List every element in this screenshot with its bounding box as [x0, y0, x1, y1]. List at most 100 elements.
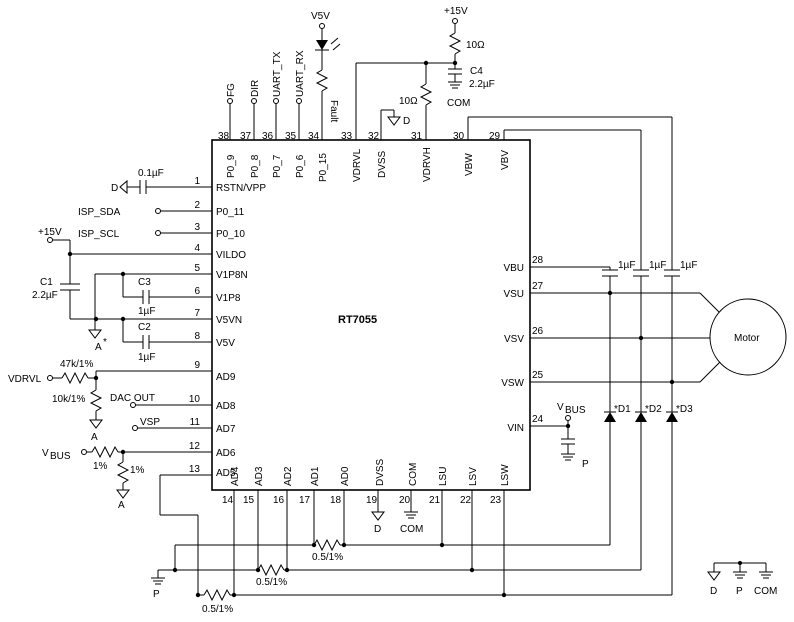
- pin-name-dvss-top: DVSS: [377, 150, 388, 178]
- pin-name-p0-7: P0_7: [272, 154, 283, 178]
- r10k-label: 10k/1%: [52, 394, 85, 405]
- r-vbus2-label: 1%: [130, 465, 145, 476]
- uart-tx-label: UART_TX: [272, 51, 283, 97]
- c-rstn-value: 0.1µF: [138, 168, 164, 179]
- pin-num-19: 19: [366, 495, 378, 506]
- pin-num-30: 30: [453, 131, 465, 142]
- vsp-label: VSP: [140, 417, 160, 428]
- rt7055-chip: [211, 139, 531, 491]
- legend-d: D: [710, 586, 717, 597]
- pin-name-vbv: VBV: [500, 150, 511, 170]
- com-top-label: COM: [447, 98, 470, 109]
- a-star-1: *: [103, 337, 107, 348]
- diode-d3-icon: [666, 412, 678, 422]
- chip-name: RT7055: [338, 314, 377, 326]
- c1-name: C1: [40, 277, 53, 288]
- shunt1-label: 0.5/1%: [312, 552, 343, 563]
- a-ground-icon-2: [89, 419, 103, 429]
- v5v-label: V5V: [311, 11, 330, 22]
- r-vdrvh-label: 10Ω: [399, 96, 418, 107]
- fault-label: Fault: [328, 100, 339, 122]
- isp-connectors: ISP_SDA ISP_SCL: [78, 207, 161, 240]
- pin-name-lsw: LSW: [500, 464, 511, 486]
- top-pins: 38 37 36 35 34 33 32 31 30 29 P0_9 P0_8 …: [218, 50, 511, 182]
- p-vin-label: P: [582, 459, 589, 470]
- motor-icon: [709, 298, 787, 376]
- fg-label: FG: [226, 83, 237, 97]
- c1-value: 2.2µF: [32, 290, 58, 301]
- pin-name-vildo: VILDO: [216, 250, 246, 261]
- pin-name-vdrvl: VDRVL: [352, 148, 363, 182]
- r47k-label: 47k/1%: [60, 359, 93, 370]
- pin-num-11: 11: [190, 417, 201, 428]
- pin-num-38: 38: [218, 131, 230, 142]
- pin-num-24: 24: [532, 414, 544, 425]
- pin-num-34: 34: [308, 131, 320, 142]
- pin-num-33: 33: [341, 131, 353, 142]
- supply-caps: +15V C1 2.2µF A * C3 1µF C2 1µF: [32, 227, 160, 363]
- pin-num-14: 14: [222, 495, 234, 506]
- pin-num-28: 28: [532, 255, 544, 266]
- pin-num-2: 2: [194, 200, 200, 211]
- c4-name: C4: [470, 66, 483, 77]
- pin-name-v5vn: V5VN: [216, 315, 242, 326]
- a-ground-label-1: A: [95, 342, 102, 353]
- led-icon: [316, 40, 328, 50]
- rstn-network: D 0.1µF: [111, 168, 164, 195]
- pin-num-7: 7: [194, 308, 200, 319]
- fault-led: V5V Fault: [311, 11, 341, 122]
- pin-name-p0-8: P0_8: [250, 154, 261, 178]
- pin-name-ad7: AD7: [216, 424, 236, 435]
- uart-rx-label: UART_RX: [295, 50, 306, 97]
- pin-num-15: 15: [243, 495, 255, 506]
- legend-p: P: [736, 586, 743, 597]
- vdrvl-label: VDRVL: [8, 374, 42, 385]
- pin-num-37: 37: [240, 131, 252, 142]
- d-ground-legend-icon: [707, 571, 721, 581]
- pin-num-1: 1: [194, 176, 200, 187]
- shunt-resistors: 0.5/1% 0.5/1% 0.5/1% P: [151, 538, 672, 615]
- shunt2-label: 0.5/1%: [256, 577, 287, 588]
- pin-name-ad2: AD2: [283, 466, 294, 486]
- pin-num-8: 8: [194, 331, 200, 342]
- pin-name-ad0: AD0: [340, 466, 351, 486]
- d-top-label: D: [403, 116, 410, 127]
- dir-label: DIR: [250, 80, 261, 97]
- p15v-top-label: +15V: [444, 6, 468, 17]
- pin-num-10: 10: [189, 394, 201, 405]
- d3-label: *D3: [676, 404, 693, 415]
- vbus-left-sub: BUS: [50, 451, 71, 462]
- pin-num-5: 5: [194, 263, 200, 274]
- pin-num-13: 13: [189, 464, 201, 475]
- pin-name-vbw: VBW: [464, 153, 475, 176]
- pin-name-lsu: LSU: [438, 467, 449, 486]
- r-vbus1-label: 1%: [93, 461, 108, 472]
- pin-name-vdrvh: VDRVH: [422, 147, 433, 182]
- pin-num-29: 29: [489, 131, 501, 142]
- pin-name-p0-11: P0_11: [216, 207, 245, 218]
- c2-value: 1µF: [138, 352, 155, 363]
- pin-num-25: 25: [532, 370, 544, 381]
- pin-num-31: 31: [411, 131, 423, 142]
- pin-num-16: 16: [273, 495, 285, 506]
- pin-name-vsu: VSU: [503, 289, 524, 300]
- d1-label: *D1: [614, 404, 631, 415]
- pin-name-v1p8n: V1P8N: [216, 270, 248, 281]
- right-pins: 28 27 26 25 24 VBU VSU VSV VSW VIN: [501, 255, 710, 434]
- cb1-label: 1µF: [618, 260, 635, 271]
- d-ground-icon-pin19: [371, 511, 385, 521]
- d2-label: *D2: [645, 404, 662, 415]
- pin-name-ad8: AD8: [216, 401, 236, 412]
- pin-name-com: COM: [408, 463, 419, 486]
- bootstrap-network: 1µF 1µF 1µF *D1 *D2 *D3: [468, 116, 697, 595]
- diode-d2-icon: [635, 412, 647, 422]
- vbus-right-label: V: [557, 402, 564, 413]
- pin-num-3: 3: [194, 222, 200, 233]
- pin-name-v1p8: V1P8: [216, 293, 241, 304]
- pin-name-ad4: AD4: [230, 466, 241, 486]
- c3-value: 1µF: [138, 306, 155, 317]
- pin-num-17: 17: [299, 495, 311, 506]
- a-ground-label-3: A: [118, 500, 125, 511]
- pin-name-p0-9: P0_9: [226, 154, 237, 178]
- dac-out-label: DAC OUT: [110, 393, 155, 404]
